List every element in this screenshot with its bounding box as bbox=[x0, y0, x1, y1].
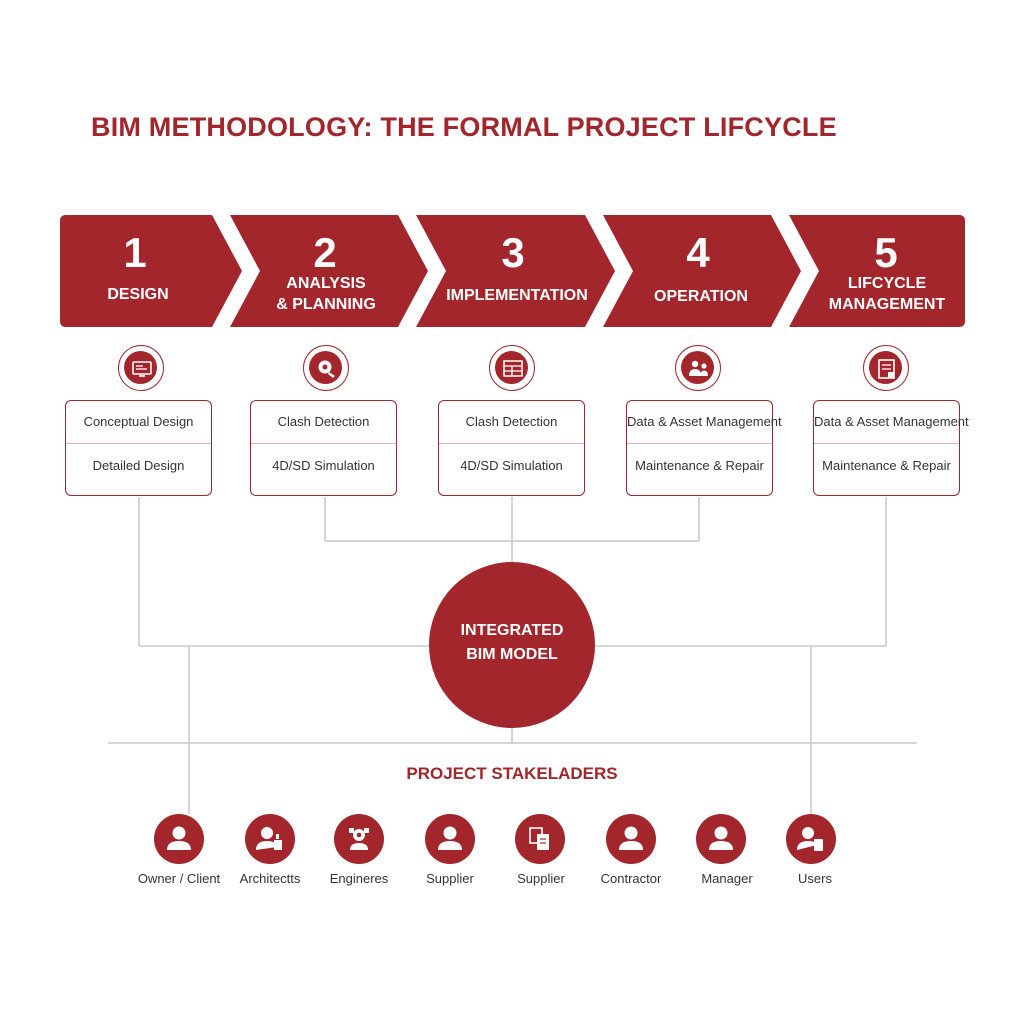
task-item: Clash Detection bbox=[465, 414, 558, 429]
architect-icon bbox=[245, 814, 295, 864]
phase-5-number: 5 bbox=[874, 229, 898, 276]
stakeholder-label: Engineres bbox=[329, 871, 389, 886]
phase-1-number: 1 bbox=[123, 229, 147, 276]
card-divider bbox=[66, 443, 211, 444]
phase-3-number: 3 bbox=[501, 229, 525, 276]
card-divider bbox=[627, 443, 772, 444]
page-title: BIM METHODOLOGY: THE FORMAL PROJECT LIFC… bbox=[91, 112, 837, 142]
stakeholder-label: Supplier bbox=[426, 871, 474, 886]
phase-2-label-line1: ANALYSIS bbox=[286, 275, 366, 292]
hub-label-line2: BIM MODEL bbox=[466, 646, 558, 663]
document-management-icon bbox=[863, 345, 909, 391]
hub-label-line1: INTEGRATED bbox=[460, 622, 564, 639]
phase-2-number: 2 bbox=[313, 229, 337, 276]
integrated-bim-model-hub: INTEGRATED BIM MODEL bbox=[429, 562, 595, 728]
phase-5-task-card: Data & Asset Management Maintenance & Re… bbox=[813, 400, 969, 496]
phase-1-label: DESIGN bbox=[107, 286, 169, 303]
stakeholder-label: Manager bbox=[701, 871, 753, 886]
phase-4-number: 4 bbox=[686, 229, 710, 276]
phase-2-label-line2: & PLANNING bbox=[276, 296, 376, 313]
task-item: Maintenance & Repair bbox=[635, 458, 764, 473]
contractor-person-icon bbox=[606, 814, 656, 864]
phase-5-label-line2: MANAGEMENT bbox=[828, 296, 946, 313]
task-item: Data & Asset Management bbox=[814, 414, 969, 429]
blueprint-monitor-icon bbox=[118, 345, 164, 391]
analysis-gear-icon bbox=[303, 345, 349, 391]
phase-3-label: IMPLEMENTATION bbox=[446, 287, 588, 304]
stakeholders-title: PROJECT STAKELADERS bbox=[406, 764, 618, 783]
manager-person-icon bbox=[696, 814, 746, 864]
owner-client-person-icon bbox=[154, 814, 204, 864]
stakeholder-label: Contractor bbox=[600, 871, 662, 886]
supplier-person-icon bbox=[425, 814, 475, 864]
phase-3-task-card: Clash Detection 4D/SD Simulation bbox=[438, 400, 585, 496]
stakeholder-label: Owner / Client bbox=[137, 871, 221, 886]
task-item: Detailed Design bbox=[92, 458, 185, 473]
card-divider bbox=[251, 443, 396, 444]
task-item: Data & Asset Management bbox=[627, 414, 782, 429]
task-item: Maintenance & Repair bbox=[822, 458, 951, 473]
users-device-icon bbox=[786, 814, 836, 864]
phase-2-chevron bbox=[230, 215, 428, 327]
task-item: Conceptual Design bbox=[83, 414, 194, 429]
phase-4-label: OPERATION bbox=[654, 288, 748, 305]
card-divider bbox=[439, 443, 584, 444]
phase-5-label-line1: LIFCYCLE bbox=[847, 275, 927, 292]
task-item: Clash Detection bbox=[277, 414, 370, 429]
phase-5-chevron bbox=[789, 215, 965, 327]
supplier-documents-icon bbox=[515, 814, 565, 864]
engineers-icon bbox=[334, 814, 384, 864]
stakeholder-label: Architectts bbox=[239, 871, 301, 886]
phase-3-chevron bbox=[416, 215, 615, 327]
connector-lines bbox=[108, 497, 917, 814]
card-divider bbox=[814, 443, 959, 444]
phase-4-chevron bbox=[603, 215, 801, 327]
team-operation-icon bbox=[675, 345, 721, 391]
construction-plan-icon bbox=[489, 345, 535, 391]
phase-1-task-card: Conceptual Design Detailed Design bbox=[65, 400, 212, 496]
stakeholder-label: Supplier bbox=[517, 871, 565, 886]
phase-4-task-card: Data & Asset Management Maintenance & Re… bbox=[626, 400, 782, 496]
phase-1-chevron bbox=[60, 215, 242, 327]
stakeholder-label: Users bbox=[798, 871, 832, 886]
task-item: 4D/SD Simulation bbox=[460, 458, 563, 473]
task-item: 4D/SD Simulation bbox=[272, 458, 375, 473]
phase-2-task-card: Clash Detection 4D/SD Simulation bbox=[250, 400, 397, 496]
